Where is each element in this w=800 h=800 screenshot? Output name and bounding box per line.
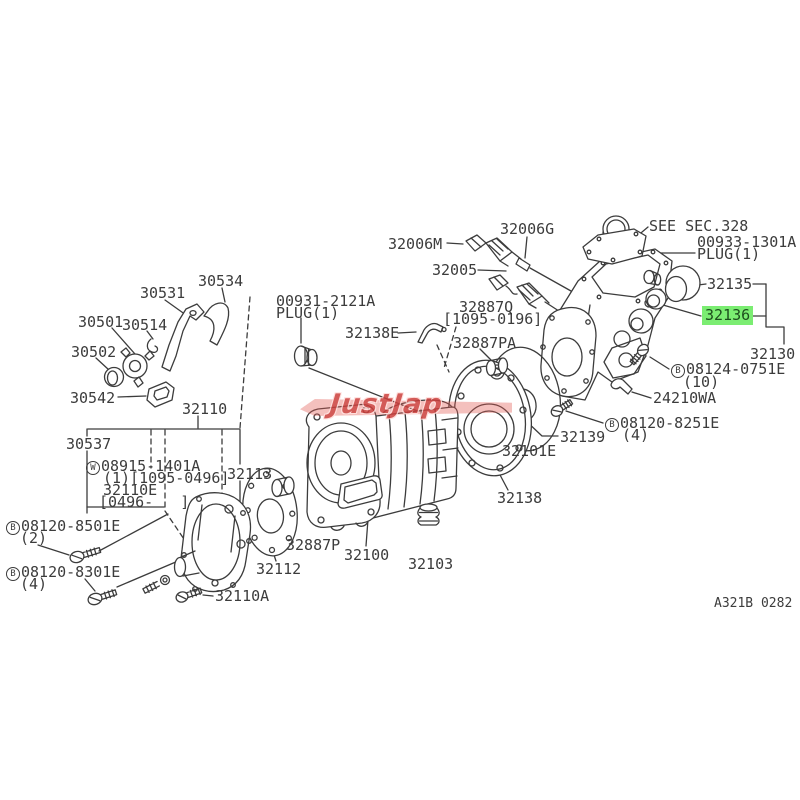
part-label-32130: 32130 — [750, 345, 796, 363]
part-label-32110e: 32110E — [103, 481, 158, 499]
part-label-30537: 30537 — [66, 435, 112, 453]
part-label-32005: 32005 — [432, 261, 478, 279]
part-label-11095-0496: (1)[1095-0496] — [103, 469, 230, 487]
diagram-code: A321B 0282 — [714, 596, 793, 611]
circled-w-prefix-icon: W — [86, 461, 100, 475]
part-label-32887q: 32887Q — [459, 298, 514, 316]
leader-lines — [37, 226, 785, 597]
part-label-plug1: PLUG(1) — [276, 304, 340, 322]
harness-clip-art — [610, 378, 633, 395]
part-label-4: (4) — [20, 575, 48, 593]
transfer-case-art — [173, 467, 298, 593]
part-label-32887p: 32887P — [286, 536, 341, 554]
boot-art — [417, 503, 440, 526]
main-case-art — [305, 399, 459, 531]
circled-b-prefix-icon: B — [605, 418, 619, 432]
part-label-30514: 30514 — [122, 316, 168, 334]
part-label-2: (2) — [20, 529, 48, 547]
part-label-00931-2121a: 00931-2121A — [276, 292, 376, 310]
bolt-art — [69, 343, 650, 606]
part-label-32110a: 32110A — [215, 587, 270, 605]
part-label-30534: 30534 — [198, 272, 244, 290]
sensor-art — [465, 234, 550, 309]
part-label-32139: 32139 — [560, 428, 606, 446]
part-label-32887pa: 32887PA — [453, 334, 517, 352]
part-label-32113: 32113 — [227, 465, 273, 483]
circled-b-prefix-icon: B — [671, 364, 685, 378]
part-label-1095-0196: [1095-0196] — [443, 310, 543, 328]
part-label-seesec328: SEE SEC.328 — [649, 217, 749, 235]
shift-fork-art — [103, 302, 230, 408]
part-label-4: (4) — [622, 426, 650, 444]
part-label-32138: 32138 — [497, 489, 543, 507]
circled-b-prefix-icon: B — [6, 567, 20, 581]
part-label-32103: 32103 — [408, 555, 454, 573]
part-label-00933-1301a: 00933-1301A — [697, 233, 797, 251]
circled-b-prefix-icon: B — [6, 521, 20, 535]
part-label-32100: 32100 — [344, 546, 390, 564]
plug-pipe-art — [293, 322, 447, 367]
part-label-32135: 32135 — [707, 275, 753, 293]
part-label-10: (10) — [683, 373, 720, 391]
part-label-30501: 30501 — [78, 313, 124, 331]
adapter-plate-art — [447, 346, 562, 477]
part-label-30502: 30502 — [71, 343, 117, 361]
part-label-30542: 30542 — [70, 389, 116, 407]
top-cover-art — [582, 215, 647, 265]
part-label-32138e: 32138E — [345, 324, 400, 342]
part-label-30531: 30531 — [140, 284, 186, 302]
part-label-plug1: PLUG(1) — [697, 245, 761, 263]
part-label-24210wa: 24210WA — [653, 389, 717, 407]
part-label-32101e: 32101E — [502, 442, 557, 460]
part-label-32006g: 32006G — [500, 220, 555, 238]
part-label-32110: 32110 — [182, 400, 228, 418]
part-label-32006m: 32006M — [388, 235, 443, 253]
part-label-0496-: [0496- ] — [99, 493, 190, 511]
part-label-32112: 32112 — [256, 560, 302, 578]
part-label-32136: 32136 — [702, 306, 754, 325]
bearing-seal-art — [643, 265, 701, 310]
